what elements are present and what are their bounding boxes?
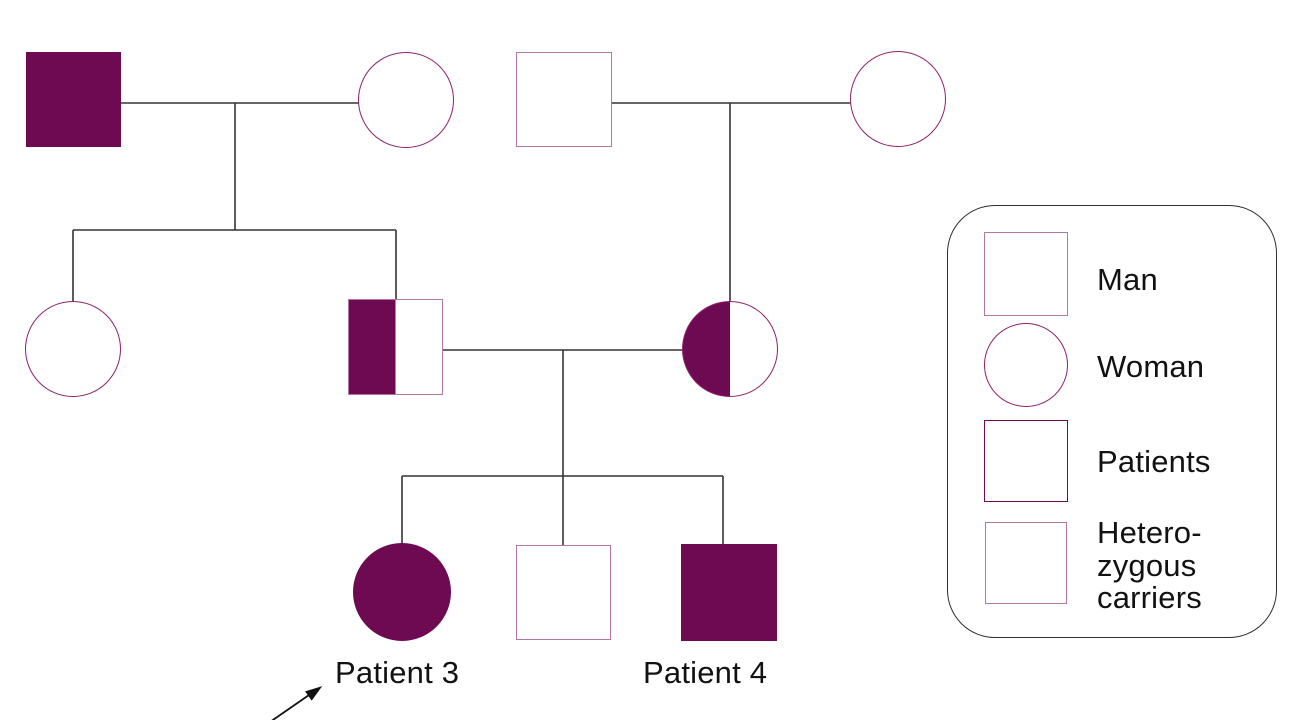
gen3-middle-son-square bbox=[516, 545, 611, 640]
legend-man-square-icon bbox=[984, 232, 1068, 316]
gen2-carrier-mother-half-circle bbox=[682, 301, 778, 397]
gen1-right-father-square bbox=[516, 52, 612, 147]
patient3-affected-circle bbox=[353, 543, 451, 641]
legend-heterozygous-half-square-icon bbox=[985, 522, 1067, 604]
legend-heterozygous-line3: carriers bbox=[1097, 580, 1202, 615]
gen2-carrier-father-half-square bbox=[348, 299, 443, 395]
legend-woman-label: Woman bbox=[1097, 349, 1205, 384]
legend-patients-filled-square-icon bbox=[984, 420, 1068, 502]
proband-arrow bbox=[271, 686, 323, 720]
legend-heterozygous-line2: zygous bbox=[1097, 547, 1197, 583]
gen1-mother-circle bbox=[358, 52, 454, 148]
gen1-father-affected-square bbox=[26, 52, 121, 147]
gen2-daughter-circle bbox=[25, 301, 121, 397]
gen1-right-mother-circle bbox=[850, 51, 946, 147]
patient4-affected-square bbox=[681, 544, 777, 641]
patient4-label: Patient 4 bbox=[643, 655, 768, 690]
legend-woman-circle-icon bbox=[984, 323, 1068, 407]
legend-man-label: Man bbox=[1097, 262, 1158, 297]
patient3-label: Patient 3 bbox=[335, 655, 460, 690]
legend-heterozygous-label: Hetero- zygous carriers bbox=[1097, 515, 1202, 615]
legend-patients-label: Patients bbox=[1097, 444, 1211, 479]
legend-heterozygous-line1: Hetero- bbox=[1097, 515, 1202, 550]
